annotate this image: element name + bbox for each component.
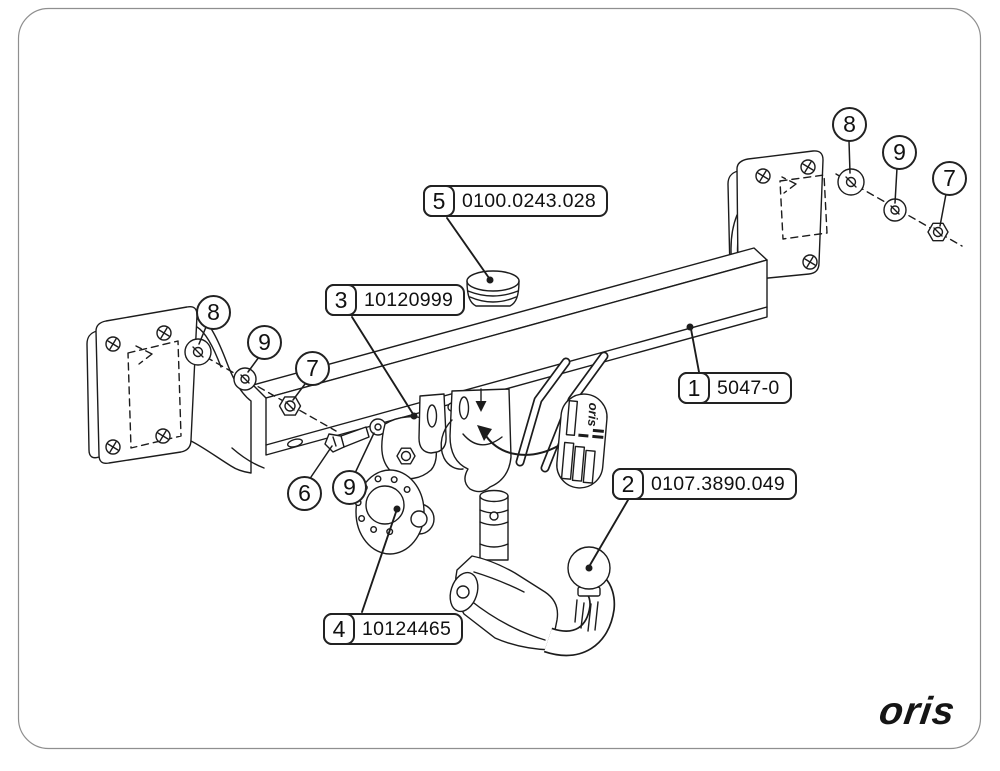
towball [449,489,616,657]
part-label-2-part-number: 0107.3890.049 [651,472,786,495]
callout-9-left: 9 [247,325,282,360]
cover-cap [466,270,520,307]
part-label-3: 3 10120999 [325,284,466,316]
annotation-arrows [475,388,559,456]
brand-logo: oris [876,690,959,733]
callout-6-center: 6 [287,476,322,511]
callout-9-right: 9 [882,135,917,170]
part-label-5-part-number: 0100.0243.028 [462,189,597,212]
page-border [17,7,982,750]
callout-8-right: 8 [832,107,867,142]
sticker-brand-text: oris [585,402,601,427]
type-plate-sticker: oris [556,393,608,489]
release-mechanism [354,351,609,555]
bolt [324,426,370,453]
crossbar [252,247,768,456]
callout-9-center: 9 [332,470,367,505]
part-label-5: 5 0100.0243.028 [423,185,609,217]
left-mounting-plate [86,305,265,474]
hardware-right [835,168,963,247]
callout-8-left: 8 [196,295,231,330]
flange-plate [354,469,435,555]
hardware-left [184,338,337,432]
part-label-1: 1 5047-0 [678,372,792,404]
part-label-3-part-number: 10120999 [364,288,454,311]
part-label-1-part-number: 5047-0 [717,376,780,399]
part-label-5-number: 5 [423,185,455,217]
leader-lines [198,140,947,613]
plate-screws-left [105,325,172,455]
part-label-1-number: 1 [678,372,710,404]
part-label-2-number: 2 [612,468,644,500]
part-label-2: 2 0107.3890.049 [612,468,798,500]
part-label-4-number: 4 [323,613,355,645]
callout-7-right: 7 [932,161,967,196]
part-label-4: 4 10124465 [323,613,464,645]
callout-7-left: 7 [295,351,330,386]
part-label-3-number: 3 [325,284,357,316]
part-label-4-part-number: 10124465 [362,617,452,640]
